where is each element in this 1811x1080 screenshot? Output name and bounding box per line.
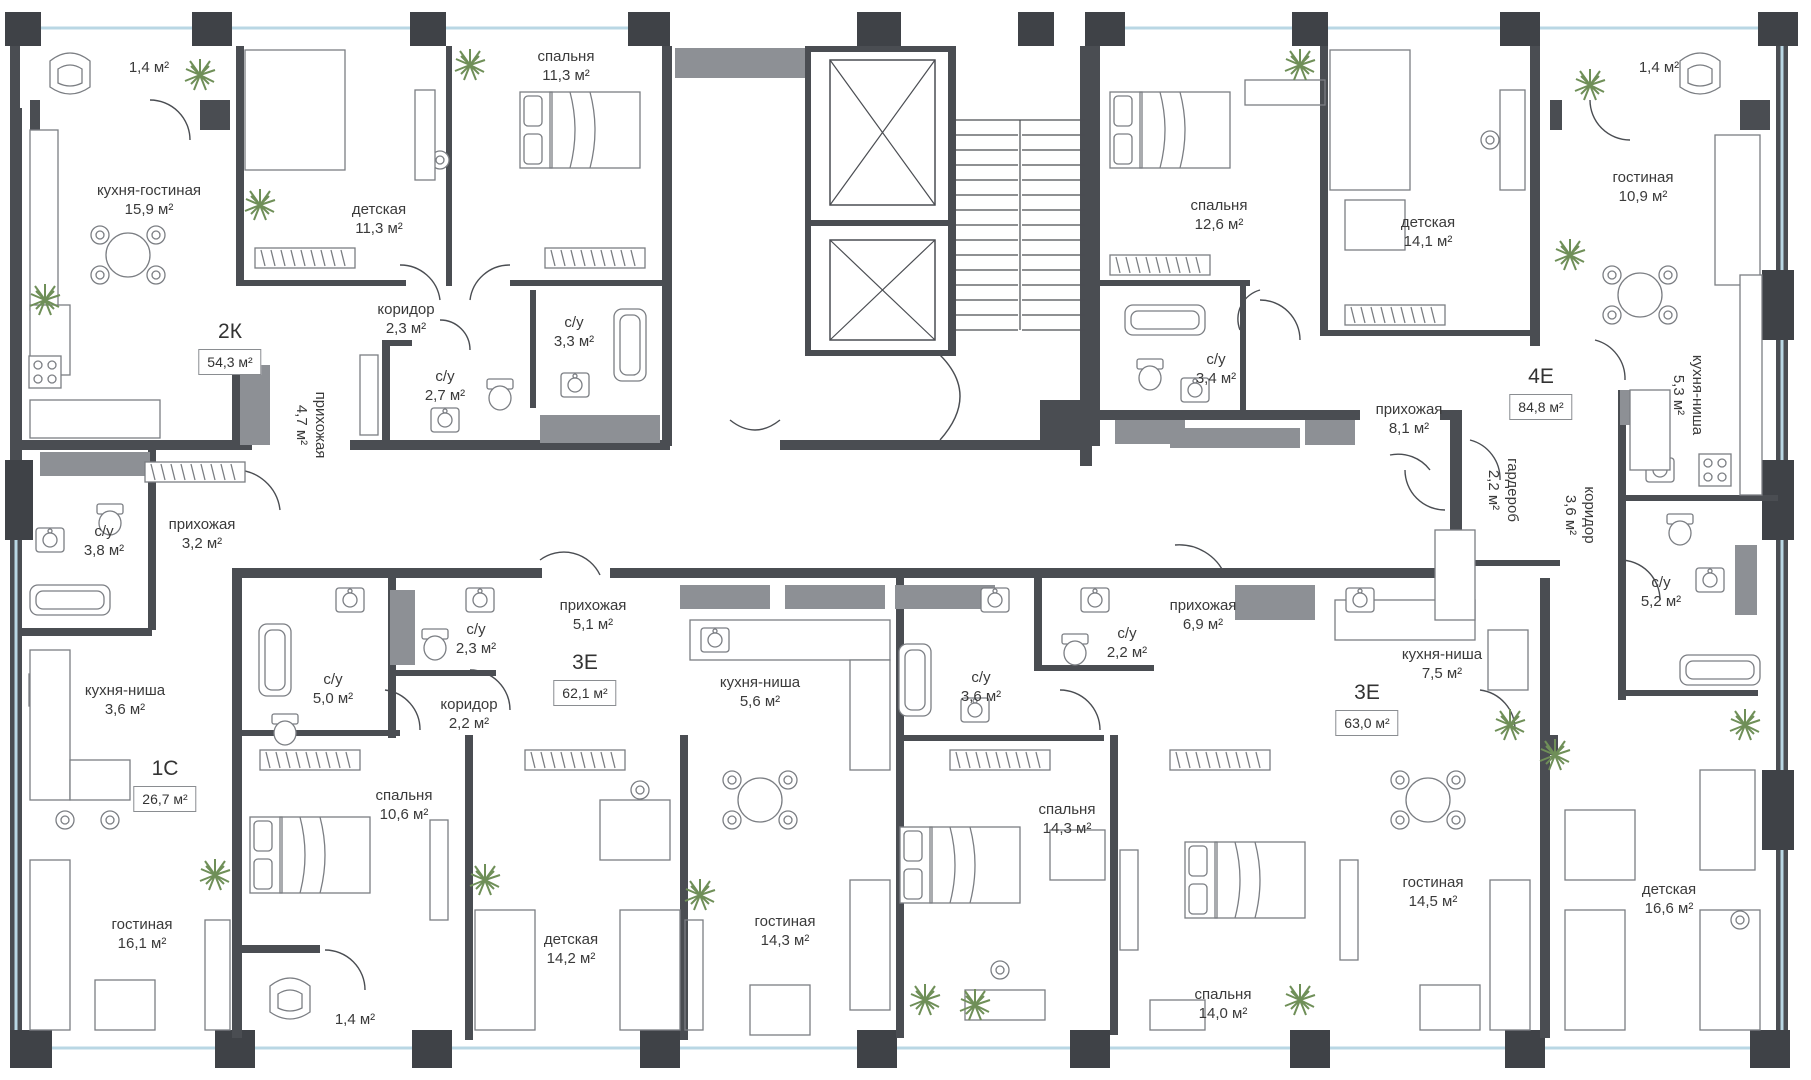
apartment-tag-3e-b: 3Е 63,0 м² <box>1335 680 1399 736</box>
furniture <box>28 49 1763 1036</box>
apartment-tag-4e: 4Е 84,8 м² <box>1509 364 1573 420</box>
elevator-shafts <box>805 46 956 356</box>
apartment-total-area: 26,7 м² <box>133 786 197 812</box>
interior-walls <box>22 46 1778 1040</box>
doors <box>149 99 1661 991</box>
windows <box>14 26 1784 1050</box>
apartment-total-area: 54,3 м² <box>198 349 262 375</box>
apartment-total-area: 63,0 м² <box>1335 710 1399 736</box>
apartment-code: 3Е <box>572 651 598 674</box>
apartment-total-area: 84,8 м² <box>1509 394 1573 420</box>
apartment-code: 1С <box>151 757 179 780</box>
room-label-balcony-4e: 1,4 м² <box>1638 59 1680 76</box>
apartment-tag-1c: 1С 26,7 м² <box>133 756 197 812</box>
apartment-tag-2k: 2К 54,3 м² <box>198 319 262 375</box>
shafts <box>40 48 1757 665</box>
room-label-balcony-2k: 1,4 м² <box>128 59 170 76</box>
staircase <box>729 46 1092 466</box>
apartment-code: 3Е <box>1354 681 1380 704</box>
apartment-code: 2К <box>218 320 242 343</box>
apartment-code: 4Е <box>1528 365 1554 388</box>
apartment-tag-3e-a: 3Е 62,1 м² <box>553 650 617 706</box>
apartment-total-area: 62,1 м² <box>553 680 617 706</box>
room-label-balcony-1c: 1,4 м² <box>334 1011 376 1028</box>
